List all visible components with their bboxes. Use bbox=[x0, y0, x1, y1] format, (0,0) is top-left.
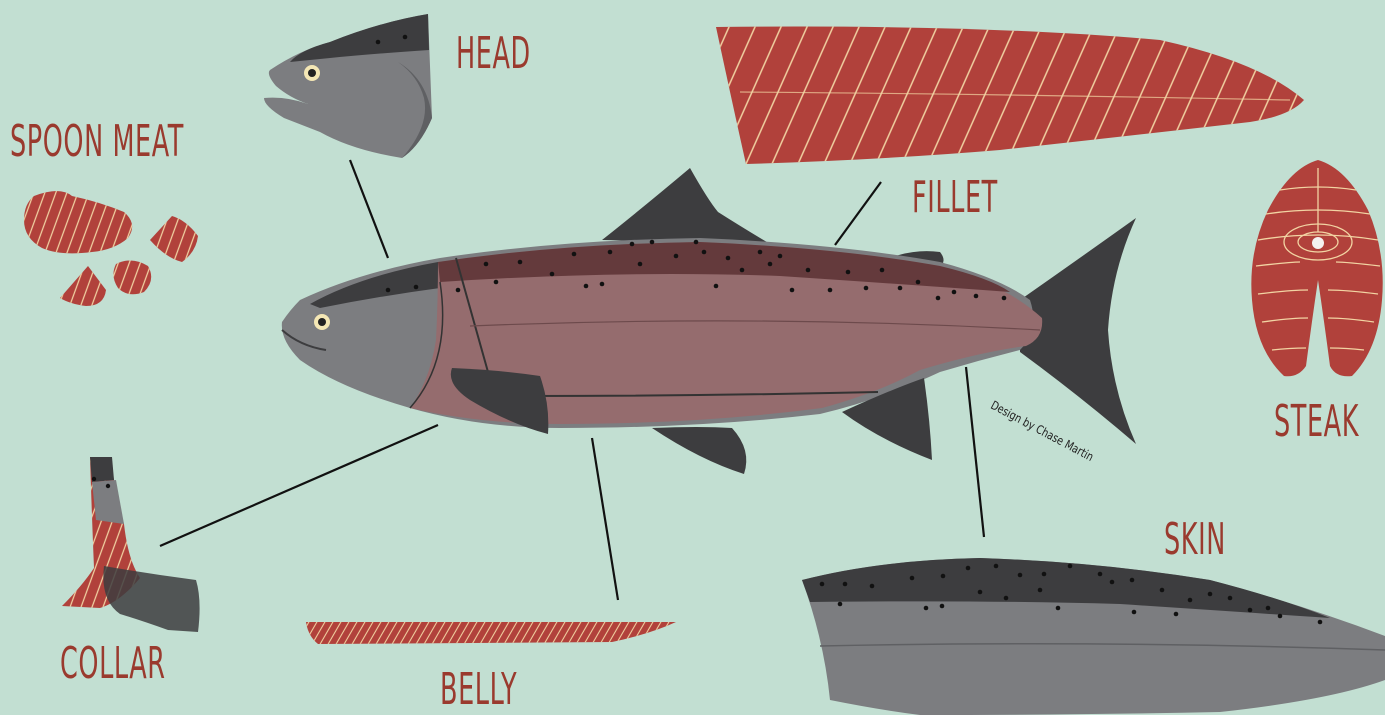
spoon-meat-cut bbox=[24, 191, 198, 306]
label-steak: STEAK bbox=[1274, 400, 1359, 444]
main-salmon bbox=[282, 168, 1136, 474]
head-cut bbox=[264, 14, 432, 158]
label-fillet: FILLET bbox=[912, 176, 998, 220]
connector-fillet bbox=[835, 182, 881, 245]
label-skin: SKIN bbox=[1164, 518, 1226, 562]
label-head: HEAD bbox=[456, 32, 531, 76]
collar-cut bbox=[62, 457, 200, 632]
label-spoon-meat: SPOON MEAT bbox=[10, 120, 184, 164]
belly-cut bbox=[306, 622, 676, 644]
label-collar: COLLAR bbox=[60, 642, 166, 686]
skin-cut bbox=[802, 558, 1385, 715]
connector-belly bbox=[592, 438, 618, 600]
connector-skin bbox=[966, 367, 984, 537]
steak-cut bbox=[1251, 160, 1382, 376]
label-belly: BELLY bbox=[440, 668, 517, 712]
connector-collar bbox=[160, 425, 438, 546]
connector-head bbox=[350, 160, 388, 258]
fillet-cut bbox=[716, 27, 1304, 164]
